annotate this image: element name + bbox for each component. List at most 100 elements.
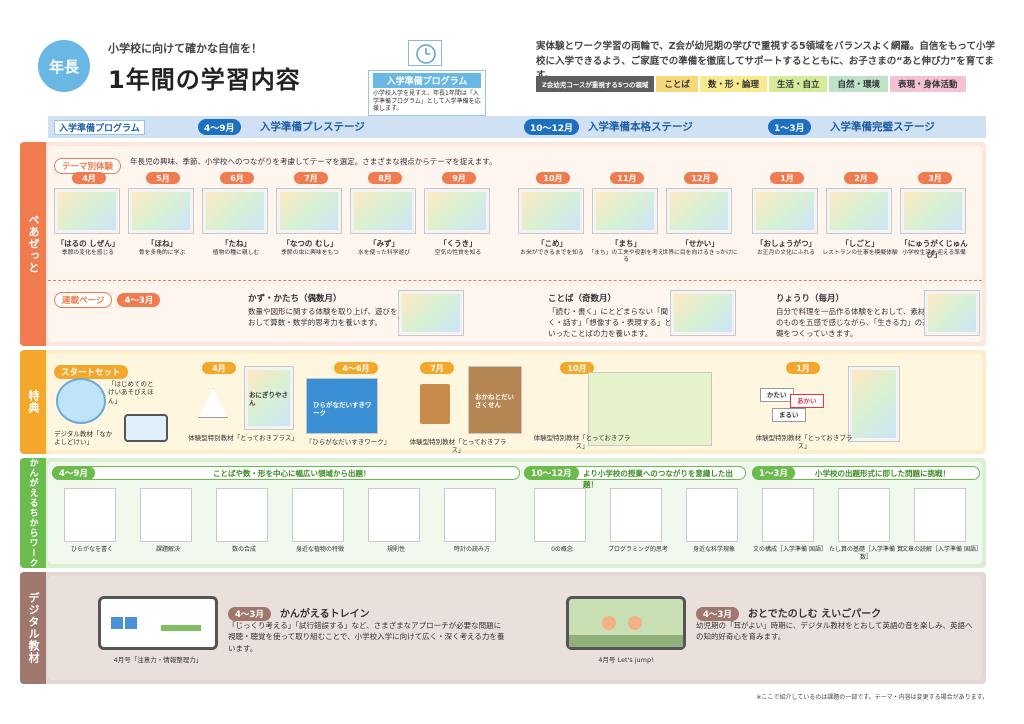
stage-month: 1～3月	[768, 119, 811, 135]
work-item: 身近な科学現象	[680, 488, 750, 564]
month-badge: 10月	[536, 172, 570, 184]
work-band: 1～3月 小学校の出題形式に即した問題に挑戦！	[752, 466, 980, 480]
month-badge: 11月	[610, 172, 644, 184]
work-item: プログラミング的思考	[604, 488, 674, 564]
theme-thumb	[54, 188, 120, 234]
band-month: 1～3月	[752, 466, 795, 480]
theme-tag: テーマ別体験	[54, 154, 122, 174]
month-theme-card: 8月「みず」水を使った科学遊び	[350, 172, 422, 276]
grade-badge: 年長	[38, 40, 90, 92]
work-item: 文章の読解［入学準備 国語］	[902, 488, 982, 564]
month-badge: 10月	[560, 362, 594, 374]
maze-icon	[420, 384, 450, 424]
theme-desc: 「まち」の工夫や役割を考える	[588, 250, 664, 264]
domain-chip: 生活・自立	[768, 76, 828, 92]
series-thumb	[398, 290, 464, 336]
digital-month: 4～3月	[696, 607, 739, 621]
word-card: かたい	[760, 388, 794, 403]
section-label: かんがえるちからワーク	[20, 458, 46, 568]
theme-thumb	[900, 188, 966, 234]
work-item: 数の合成	[210, 488, 280, 564]
work-item: 課題解決	[134, 488, 204, 564]
work-item: ひらがなを書く	[58, 488, 128, 564]
theme-desc: 世界に目を向けるきっかけに	[662, 250, 738, 256]
theme-desc: 植物の種に親しむ	[212, 250, 260, 256]
work-thumb	[534, 488, 586, 542]
program-box-title: 入学準備プログラム	[373, 73, 481, 88]
theme-desc: 空気の性質を知る	[434, 250, 482, 256]
month-theme-card: 7月「なつの むし」季節の虫に興味をもつ	[276, 172, 348, 276]
domain-chip: ことば	[656, 76, 698, 92]
work-thumb	[610, 488, 662, 542]
theme-title: 「まち」	[611, 239, 641, 248]
digital-title: かんがえるトレイン	[279, 609, 370, 620]
theme-title: 「せかい」	[681, 239, 719, 248]
work-thumb	[444, 488, 496, 542]
tablet-train-icon	[98, 596, 218, 650]
work-band: 4～9月 ことばや数・形を中心に幅広い領域から出題！	[52, 466, 520, 480]
month-badge: 12月	[684, 172, 718, 184]
domain-label: Z会幼児コースが重視する5つの領域	[536, 76, 655, 92]
work-caption: ひらがなを書く	[70, 546, 113, 553]
month-theme-card: 5月「ほね」骨を多角的に学ぶ	[128, 172, 200, 276]
work-item: 文の構成［入学準備 国語］	[753, 488, 827, 564]
month-badge: 9月	[442, 172, 476, 184]
tablet-english-icon	[566, 596, 686, 650]
theme-thumb	[666, 188, 732, 234]
theme-title: 「おしょうがつ」	[756, 239, 816, 248]
band-text: 小学校の出題形式に即した問題に挑戦！	[815, 469, 950, 478]
band-month: 10～12月	[524, 466, 579, 480]
work-thumb	[368, 488, 420, 542]
work-item: 時計の読み方	[438, 488, 508, 564]
series-item: ことば（奇数月） 「読む・書く」にとどまらない「聞く・話す」「想像する・表現する…	[548, 292, 678, 340]
theme-thumb	[202, 188, 268, 234]
digital-label: デジタル教材「なかよしどけい」	[54, 430, 113, 447]
theme-thumb	[592, 188, 658, 234]
start-note: 「はじめてのとけいあそびえほん」	[108, 380, 154, 405]
month-badge: 4月	[202, 362, 236, 374]
series-tag-label: 連載ページ	[54, 292, 113, 308]
series-item: りょうり（毎月） 自分で料理を一品作る体験をとおして、素材そのものを五感で感じな…	[776, 292, 936, 340]
month-badge: 4～6月	[334, 362, 378, 374]
work-thumb	[914, 488, 966, 542]
intro-text: 実体験とワーク学習の両輪で、Z会が幼児期の学びで重視する5領域をバランスよく網羅…	[536, 41, 995, 81]
digital-head: 4～3月 おとでたのしむ えいごパーク	[696, 602, 881, 621]
domain-chip: 表現・身体活動	[889, 76, 966, 92]
month-theme-card: 1月「おしょうがつ」お正月の文化にふれる	[752, 172, 824, 276]
theme-title: 「たね」	[221, 239, 251, 248]
tokuten-caption: 体験型特別教材「とっておきプラス」	[533, 434, 631, 451]
section-label: ぺあぜっと	[20, 142, 46, 346]
series-title: りょうり（毎月）	[776, 294, 845, 304]
work-thumb	[686, 488, 738, 542]
digital-section: デジタル教材 4月号「注意力・情報整理力」 4～3月 かんがえるトレイン 「じっ…	[20, 572, 986, 684]
theme-title: 「にゅうがくじゅんび」	[900, 239, 968, 259]
work-caption: 数の合成	[231, 546, 256, 553]
digital-head: 4～3月 かんがえるトレイン	[228, 602, 370, 621]
theme-title: 「はるの しぜん」	[56, 239, 120, 248]
section-label: 特典	[20, 350, 46, 454]
stage-bar: 入学準備プログラム 4～9月 入学準備プレステージ 10～12月 入学準備本格ス…	[48, 116, 986, 138]
footer-note: ※ここで紹介しているのは課題の一部です。テーマ・内容は変更する場合があります。	[756, 694, 988, 701]
word-card: あかい	[790, 394, 824, 409]
tokuten-section: 特典 スタートセット 「はじめてのとけいあそびえほん」 デジタル教材「なかよしど…	[20, 350, 986, 454]
theme-thumb	[752, 188, 818, 234]
work-item: たし算の基礎［入学準備 算数］	[829, 488, 903, 564]
work-caption: プログラミング的思考	[607, 546, 668, 553]
work-caption: 文の構成［入学準備 国語］	[753, 546, 827, 553]
tokuten-book	[848, 366, 900, 442]
theme-thumb	[276, 188, 342, 234]
work-caption: 身近な科学現象	[692, 546, 735, 553]
work-thumb	[292, 488, 344, 542]
work-caption: 課題解決	[155, 546, 180, 553]
month-badge: 7月	[420, 362, 454, 374]
peazette-section: ぺあぜっと テーマ別体験 年長児の興味、季節、小学校へのつながりを考慮してテーマ…	[20, 142, 986, 346]
theme-thumb	[518, 188, 584, 234]
stage-name: 入学準備プレステージ	[260, 121, 365, 133]
theme-desc: 季節の変化を感じる	[61, 250, 115, 256]
stage-month: 10～12月	[524, 119, 580, 135]
series-tag: 連載ページ 4～3月	[54, 288, 161, 308]
month-theme-card: 6月「たね」植物の種に親しむ	[202, 172, 274, 276]
start-tag: スタートセット	[54, 360, 128, 379]
series-desc: 数量や図形に関する体験を取り上げ、遊びをとおして算数・数学的思考力を養います。	[248, 307, 405, 327]
month-badge: 4月	[72, 172, 106, 184]
